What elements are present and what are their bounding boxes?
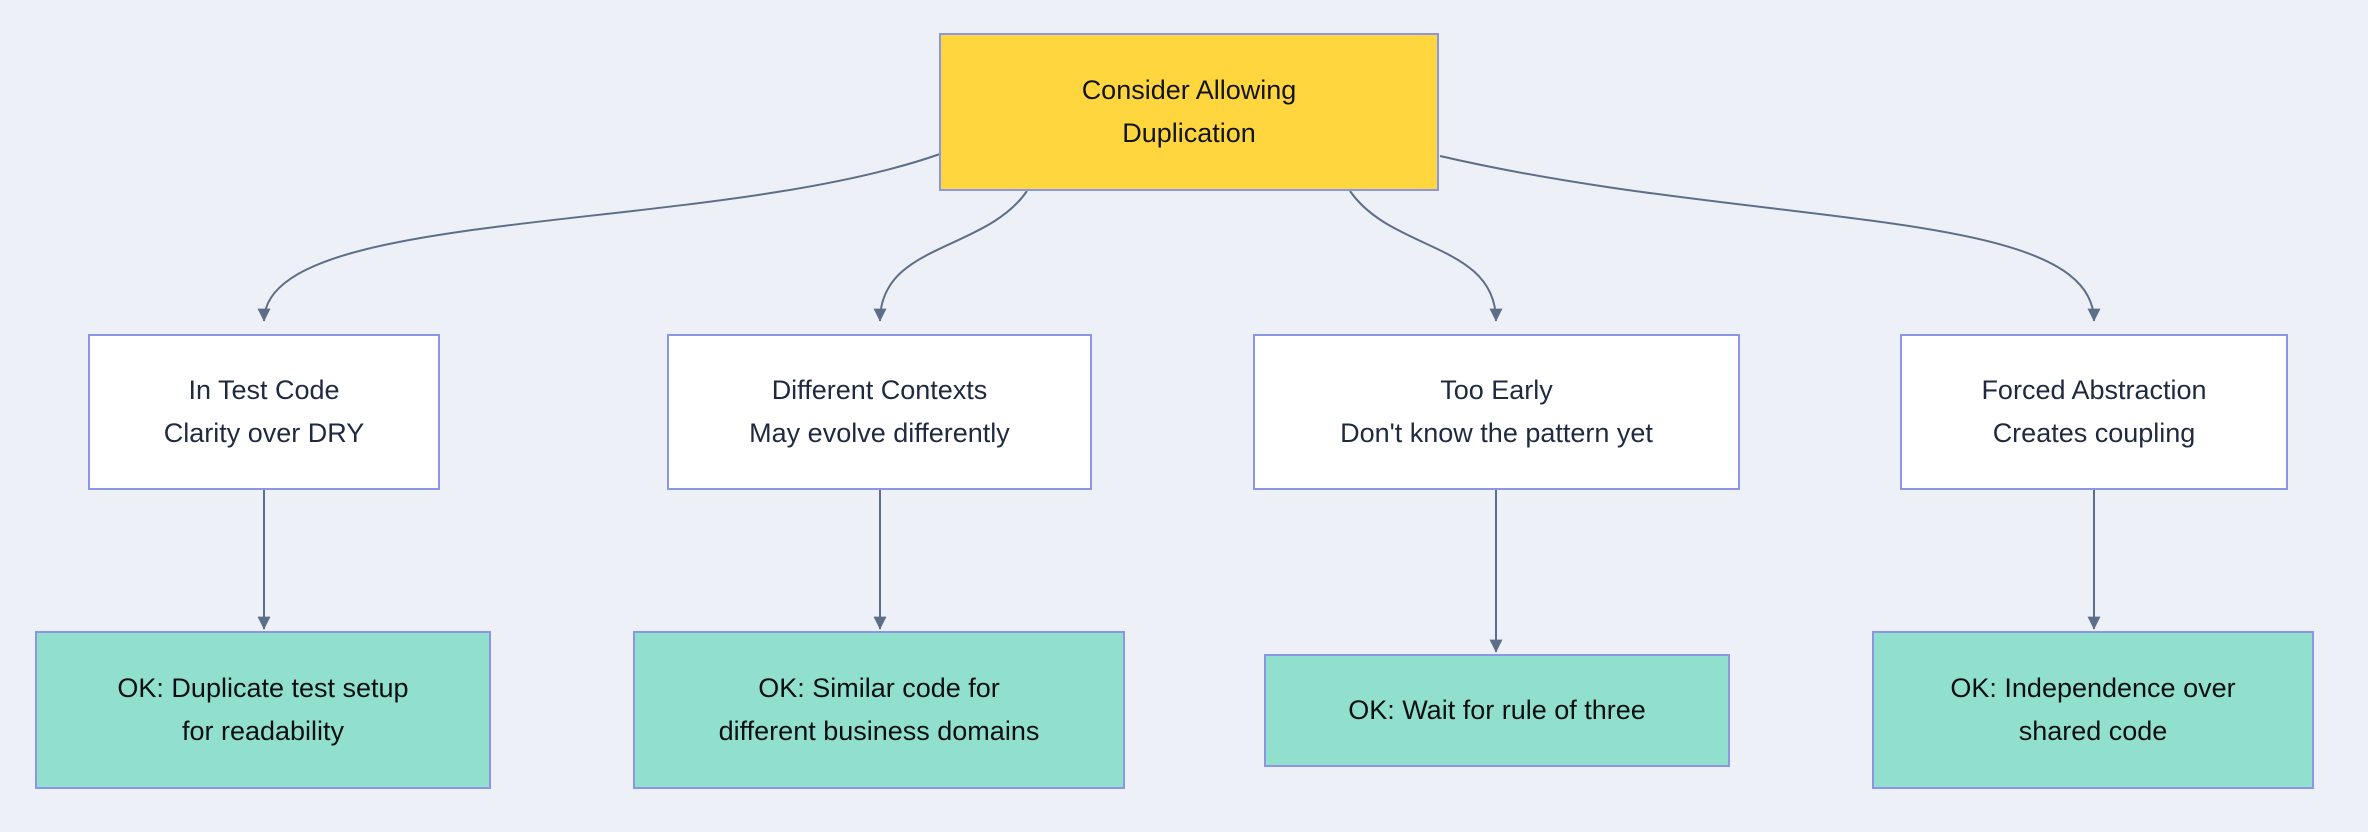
node-label-line: In Test Code xyxy=(188,375,340,405)
branch-node-in-test-code: In Test Code Clarity over DRY xyxy=(88,334,440,490)
node-label-line: shared code xyxy=(2018,716,2168,746)
node-label-line: Duplication xyxy=(1122,118,1256,148)
node-label-line: for readability xyxy=(181,716,345,746)
root-node-consider-allowing-duplication: Consider Allowing Duplication xyxy=(939,33,1439,191)
node-label-line: Too Early xyxy=(1440,375,1553,405)
edge-root-to-too-early xyxy=(1349,190,1503,322)
node-label-line: May evolve differently xyxy=(749,418,1010,448)
leaf-node-ok-similar-code: OK: Similar code for different business … xyxy=(633,631,1125,789)
edge-root-to-different-contexts xyxy=(873,190,1028,322)
branch-node-different-contexts: Different Contexts May evolve differentl… xyxy=(667,334,1092,490)
node-label-line: OK: Wait for rule of three xyxy=(1348,695,1646,725)
branch-node-too-early: Too Early Don't know the pattern yet xyxy=(1253,334,1740,490)
edge-root-to-forced-abstraction xyxy=(1439,155,2101,322)
node-label-line: OK: Similar code for xyxy=(758,673,1000,703)
leaf-node-ok-wait-rule-of-three: OK: Wait for rule of three xyxy=(1264,654,1730,767)
node-label-line: different business domains xyxy=(718,716,1040,746)
node-label-line: Creates coupling xyxy=(1992,418,2196,448)
node-label-line: OK: Duplicate test setup xyxy=(117,673,409,703)
node-label-line: Clarity over DRY xyxy=(163,418,365,448)
node-label-line: Consider Allowing xyxy=(1081,75,1297,105)
node-label-line: OK: Independence over xyxy=(1950,673,2236,703)
edge-root-to-in-test-code xyxy=(257,153,941,322)
node-label-line: Different Contexts xyxy=(771,375,988,405)
node-label-line: Don't know the pattern yet xyxy=(1340,418,1653,448)
leaf-node-ok-duplicate-test-setup: OK: Duplicate test setup for readability xyxy=(35,631,491,789)
branch-node-forced-abstraction: Forced Abstraction Creates coupling xyxy=(1900,334,2288,490)
leaf-node-ok-independence: OK: Independence over shared code xyxy=(1872,631,2314,789)
node-label-line: Forced Abstraction xyxy=(1981,375,2207,405)
